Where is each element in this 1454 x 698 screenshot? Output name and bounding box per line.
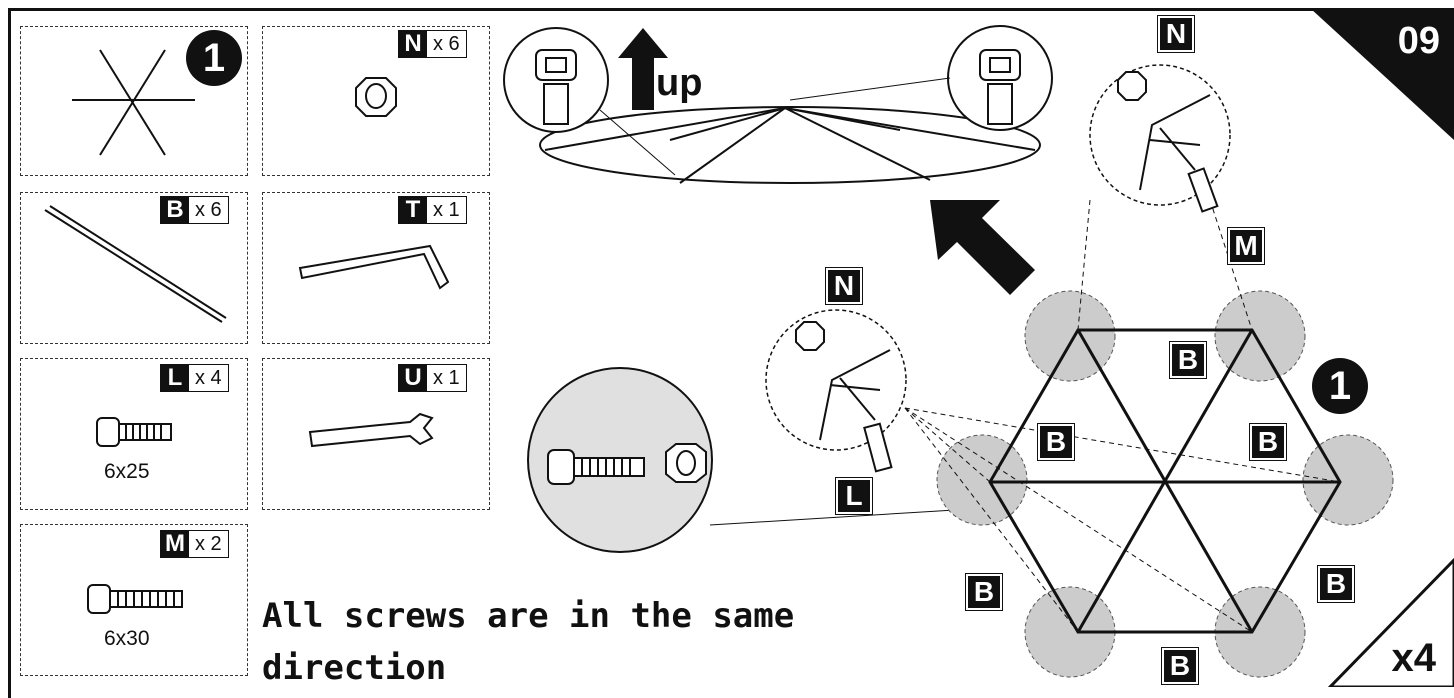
part-qty: x 6 [433, 32, 460, 55]
page-frame [8, 8, 1454, 698]
part-qty: x 2 [195, 532, 222, 555]
callout-b-lower-right: B [1317, 565, 1355, 603]
corner-top-right [1310, 8, 1454, 140]
part-tag-n: N x 6 [398, 30, 467, 58]
page-number: 09 [1397, 20, 1440, 62]
nut-icon [355, 77, 397, 117]
frame-part-icon [72, 49, 195, 156]
raised-dome-drawing [539, 106, 1041, 184]
callout-b-left: B [1037, 423, 1075, 461]
part-qty: x 6 [195, 198, 222, 221]
callout-b-bottom: B [1161, 647, 1199, 685]
part-tag-b: B x 6 [160, 196, 229, 224]
part-cell-l [20, 358, 248, 510]
part-cell-frame [20, 26, 248, 176]
part-qty: x 1 [433, 366, 460, 389]
callout-n-left: N [825, 267, 863, 305]
callout-b-right: B [1249, 423, 1287, 461]
bolt-long-icon [87, 584, 183, 614]
repeat-multiplier: x4 [1391, 636, 1437, 680]
note-line-2: direction [262, 648, 447, 688]
allen-key-icon [298, 244, 450, 290]
callout-n-top: N [1157, 15, 1195, 53]
assembly-badge: 1 [1312, 358, 1368, 414]
part-cell-u [262, 358, 490, 510]
direction-arrow-icon [930, 200, 1035, 295]
part-tag-l: L x 4 [160, 364, 229, 392]
callout-l: L [835, 477, 873, 515]
rod-icon [44, 205, 227, 323]
bolt-size-l: 6x25 [104, 460, 150, 483]
part-tag-t: T x 1 [398, 196, 467, 224]
part-letter: T [399, 196, 427, 223]
corner-bottom-right [1327, 557, 1454, 687]
part-letter: U [399, 364, 427, 391]
bolt-short-icon [96, 417, 172, 447]
part-letter: M [161, 530, 189, 557]
part-cell-b [20, 192, 248, 344]
up-arrow-icon [618, 28, 668, 110]
part-cell-m [20, 524, 248, 676]
step-badge: 1 [186, 30, 242, 86]
part-letter: N [399, 30, 427, 57]
assembly-note: All screws are in the same direction [262, 590, 882, 694]
part-cell-t [262, 192, 490, 344]
callout-m: M [1227, 227, 1265, 265]
part-letter: L [161, 364, 189, 391]
note-line-1: All screws are in the same [262, 596, 795, 636]
bolt-size-m: 6x30 [104, 627, 150, 650]
part-tag-m: M x 2 [160, 530, 229, 558]
part-letter: B [161, 196, 189, 223]
up-label: up [656, 62, 703, 104]
callout-b-lower-left: B [965, 573, 1003, 611]
callout-b-top: B [1169, 341, 1207, 379]
wrench-icon [308, 412, 434, 448]
part-cell-n [262, 26, 490, 176]
part-qty: x 1 [433, 198, 460, 221]
part-tag-u: U x 1 [398, 364, 467, 392]
part-qty: x 4 [195, 366, 222, 389]
